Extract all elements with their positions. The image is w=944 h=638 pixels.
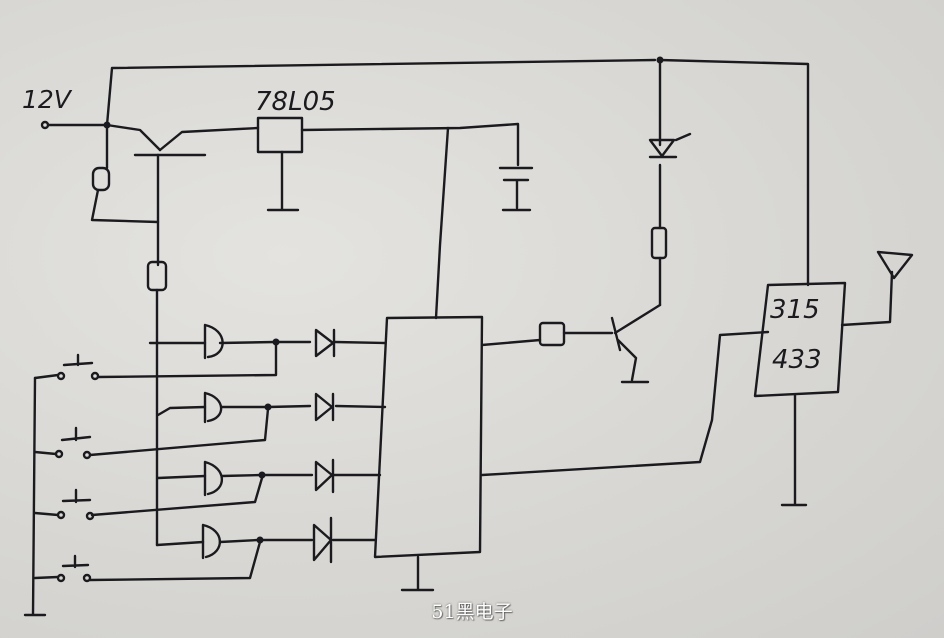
antenna-icon: [876, 250, 914, 280]
row-4-diode-b: [312, 516, 333, 564]
rf-power-wire: [658, 58, 810, 287]
rf-module-body: [753, 281, 847, 398]
button-3: [33, 476, 264, 521]
supply-label: 12V: [22, 85, 73, 114]
button-4-contact-a: [56, 573, 66, 583]
row-2-wire: [156, 404, 387, 417]
output-transistor-base: [610, 316, 622, 352]
button-1-symbol: [33, 343, 278, 380]
rf-module: 315 433: [753, 250, 914, 507]
led-symbol: [648, 132, 692, 159]
row-2-junction: [264, 403, 272, 411]
voltage-regulator: 78L05: [255, 87, 520, 212]
rf-label-line2: 433: [772, 345, 822, 375]
row-1-junction: [272, 338, 280, 346]
transistor-collector-lead: [158, 126, 260, 152]
row-1-diode-a: [203, 323, 224, 360]
supply-input: [40, 120, 111, 130]
antenna-wire: [840, 270, 894, 327]
button-2: [33, 407, 270, 460]
diode-row-3: [156, 458, 382, 497]
row-3-diode-a: [203, 460, 224, 497]
button-1-contact-a: [56, 371, 66, 381]
mcu-ground: [400, 555, 435, 592]
output-capacitor: [498, 166, 534, 212]
power-transistor: [105, 123, 260, 267]
regulator-label: 78L05: [255, 87, 336, 117]
output-transistor-collector: [613, 303, 662, 335]
button-2-symbol: [33, 407, 270, 457]
top-rail-wire: [105, 58, 657, 127]
microcontroller: [373, 315, 770, 592]
resistor-body-left: [91, 166, 111, 192]
transistor-emitter-lead: [105, 123, 162, 152]
resistor-return-wire: [90, 188, 160, 224]
row-2-diode-b: [314, 392, 335, 422]
button-2-contact-b: [82, 450, 92, 460]
row-4-wire: [155, 538, 377, 547]
mcu-rf-data-wire: [480, 330, 770, 477]
button-3-symbol: [33, 476, 264, 517]
regulator-body: [256, 116, 304, 154]
diode-row-2: [156, 391, 387, 424]
row-3-wire: [156, 473, 382, 480]
diode-row-4: [155, 516, 377, 564]
row-1-wire: [148, 340, 387, 345]
watermark: 51黑电子: [431, 601, 513, 623]
led-resistor: [650, 226, 668, 260]
rf-module-ground: [780, 393, 808, 507]
button-1-contact-b: [90, 371, 100, 381]
row-2-diode-a: [203, 391, 223, 424]
button-4-contact-b: [82, 573, 92, 583]
button-3-contact-b: [85, 511, 95, 521]
output-base-resistor: [538, 321, 566, 347]
button-2-contact-a: [54, 449, 64, 459]
base-resistor-left: [90, 126, 160, 224]
button-ground-bus: [23, 376, 47, 617]
bus-resistor: [146, 260, 168, 292]
mcu-vcc-wire: [434, 126, 450, 320]
button-1: [33, 343, 278, 381]
regulator-output-wire: [300, 122, 520, 167]
capacitor-symbol: [498, 166, 534, 212]
button-4: [33, 540, 262, 583]
output-transistor-emitter: [616, 338, 650, 384]
rf-label-line1: 315: [770, 295, 820, 325]
row-3-diode-b: [314, 458, 335, 494]
row-4-junction: [256, 536, 264, 544]
diode-row-1: [148, 323, 387, 360]
mcu-output-wire: [480, 338, 542, 347]
row-3-junction: [258, 471, 266, 479]
row-4-diode-a: [201, 523, 222, 560]
mcu-body: [373, 315, 484, 559]
row-1-diode-b: [314, 328, 336, 358]
button-4-symbol: [33, 540, 262, 582]
button-3-contact-a: [56, 510, 66, 520]
output-stage: [538, 58, 692, 384]
regulator-ground: [266, 150, 300, 212]
